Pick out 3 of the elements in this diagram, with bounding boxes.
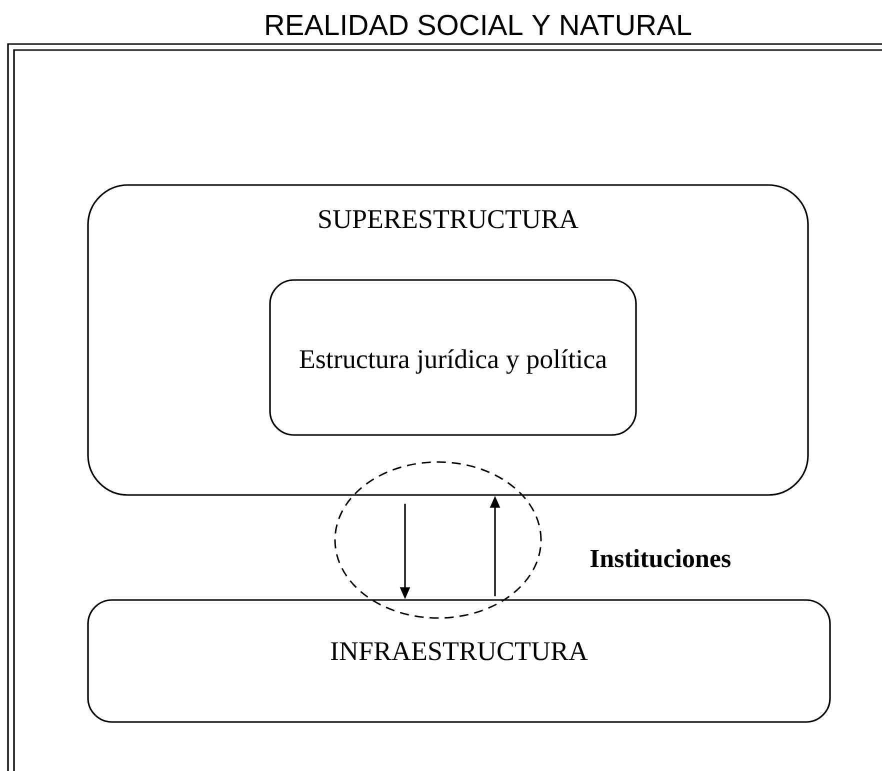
rounded-box: INFRAESTRUCTURA xyxy=(87,599,831,723)
group-label: Instituciones xyxy=(590,548,730,568)
rounded-box: Estructura jurídica y política xyxy=(269,279,637,436)
